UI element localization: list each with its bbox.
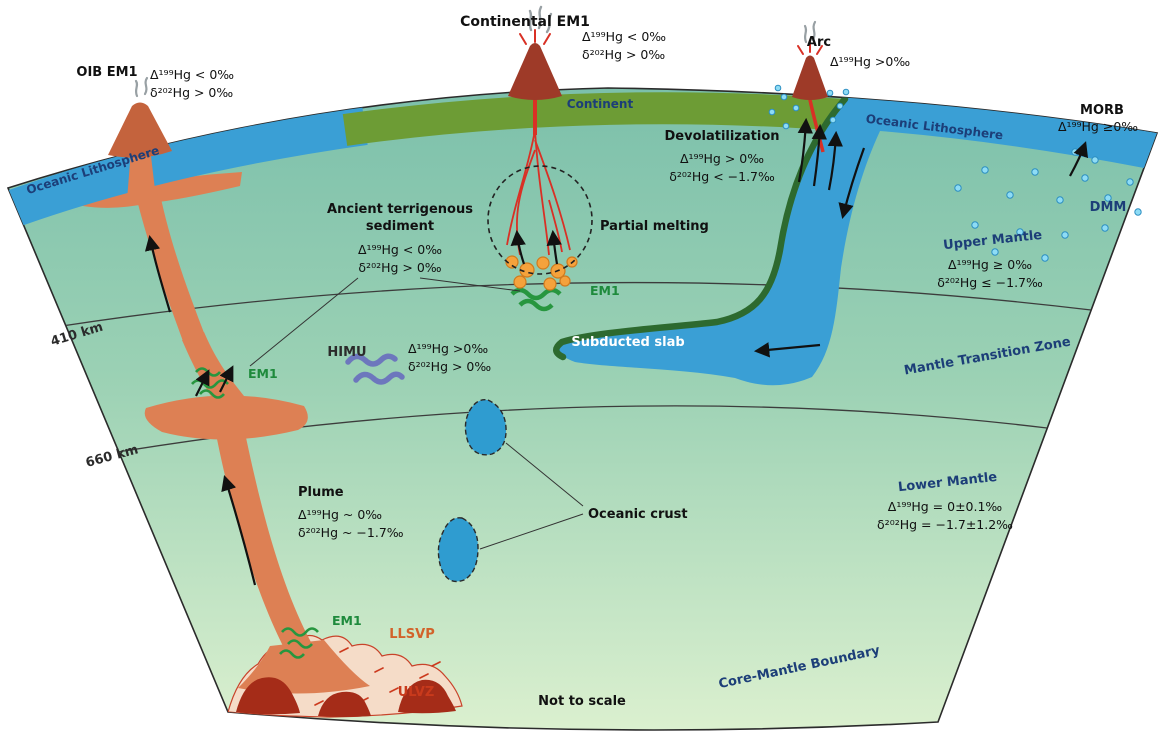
label-partial-melting: Partial melting: [600, 219, 709, 234]
label-continental-iso2: δ²⁰²Hg > 0‰: [582, 47, 665, 62]
label-oib-title: OIB EM1: [76, 65, 137, 80]
label-himu-iso2: δ²⁰²Hg > 0‰: [408, 359, 491, 374]
arc-eruption-spatter: [797, 41, 823, 55]
plume-upper-arrow: [144, 234, 172, 313]
label-ulvz: ULVZ: [398, 685, 435, 700]
arc-volcano: [792, 55, 828, 100]
arc-smoke: [803, 20, 817, 44]
oceanic-lithosphere-left-band: [8, 107, 368, 230]
oceanic-crust-leader-lower: [479, 513, 584, 550]
label-morb-iso1: Δ¹⁹⁹Hg ≥0‰: [1058, 119, 1138, 134]
sediment-leader-left: [249, 277, 359, 367]
dmm-dots: [954, 148, 1142, 262]
himu-ribbons: [345, 353, 405, 385]
plume-lower-arrow: [221, 475, 257, 586]
oib-conduit: [127, 148, 156, 200]
label-em1-plume: EM1: [332, 613, 362, 628]
continental-eruption-spatter: [519, 29, 551, 45]
label-oib-iso2: δ²⁰²Hg > 0‰: [150, 85, 233, 100]
label-ancient-sediment-1: Ancient terrigenous: [327, 202, 473, 217]
em1-squiggles-plume-base: [279, 627, 319, 659]
morb-upwelling-arrow: [1069, 141, 1089, 177]
label-morb-title: MORB: [1080, 103, 1124, 118]
oib-volcano: [108, 102, 172, 158]
oib-smoke: [134, 76, 149, 98]
label-arc-iso1: Δ¹⁹⁹Hg >0‰: [830, 54, 910, 69]
label-upper-mantle-iso1: Δ¹⁹⁹Hg ≥ 0‰: [948, 257, 1032, 272]
continental-smoke: [528, 5, 553, 34]
continental-volcano: [508, 43, 562, 100]
label-em1-sediment: EM1: [590, 283, 620, 298]
label-continental-iso1: Δ¹⁹⁹Hg < 0‰: [582, 29, 666, 44]
label-lower-mantle-iso2: δ²⁰²Hg = −1.7±1.2‰: [877, 517, 1013, 532]
partial-melt-arrow-1: [510, 229, 526, 265]
devolatilization-arrow-3: [827, 130, 844, 191]
sediment-leader-right: [419, 277, 521, 292]
label-himu: HIMU: [327, 345, 366, 360]
label-devolatilization: Devolatilization: [664, 129, 779, 144]
discontinuity-410km-line: [61, 281, 1092, 327]
label-continent: Continent: [567, 97, 634, 111]
label-upper-mantle-iso2: δ²⁰²Hg ≤ −1.7‰: [937, 275, 1043, 290]
plume-lower-column: [216, 428, 312, 652]
label-ancient-sediment-2: sediment: [366, 219, 434, 234]
devolatilization-arrow-1: [797, 117, 814, 183]
plume-mid-column: [182, 332, 244, 404]
label-himu-iso1: Δ¹⁹⁹Hg >0‰: [408, 341, 488, 356]
label-dmm: DMM: [1090, 200, 1127, 215]
em1-660-arrow-2: [219, 365, 234, 393]
label-em1-660: EM1: [248, 366, 278, 381]
devolatilization-arrow-2: [811, 123, 828, 187]
label-subducted-slab: Subducted slab: [571, 335, 684, 350]
label-oib-iso1: Δ¹⁹⁹Hg < 0‰: [150, 67, 234, 82]
label-arc-title: Arc: [807, 35, 831, 50]
partial-melting-ellipse: [487, 165, 593, 275]
oceanic-crust-leader-upper: [505, 442, 584, 507]
oceanic-crust-blobs: [437, 399, 507, 583]
label-devolatilization-iso1: Δ¹⁹⁹Hg > 0‰: [680, 151, 764, 166]
slab-surface-line: [553, 95, 849, 361]
label-oceanic-crust: Oceanic crust: [588, 507, 688, 522]
label-ancient-sediment-iso1: Δ¹⁹⁹Hg < 0‰: [358, 242, 442, 257]
label-lower-mantle-iso1: Δ¹⁹⁹Hg = 0±0.1‰: [888, 499, 1003, 514]
devolatilization-fluid-dots: [768, 84, 850, 130]
label-continental-title: Continental EM1: [460, 14, 590, 30]
slab-flat-arrow: [753, 342, 821, 358]
label-plume-iso2: δ²⁰²Hg ~ −1.7‰: [298, 525, 404, 540]
subducted-slab: [557, 97, 1157, 386]
ulvz-blobs: [236, 677, 456, 717]
label-llsvp: LLSVP: [389, 627, 435, 642]
em1-660-arrow-1: [195, 369, 210, 397]
label-devolatilization-iso2: δ²⁰²Hg < −1.7‰: [669, 169, 775, 184]
label-plume-iso1: Δ¹⁹⁹Hg ~ 0‰: [298, 507, 382, 522]
label-not-to-scale: Not to scale: [538, 694, 626, 709]
slab-descent-arrow: [838, 147, 866, 219]
plume-upper-column: [136, 194, 206, 344]
partial-melt-arrow-2: [546, 229, 562, 265]
flow-arrows: [144, 117, 1089, 586]
label-plume: Plume: [298, 485, 344, 500]
label-ancient-sediment-iso2: δ²⁰²Hg > 0‰: [358, 260, 441, 275]
plume-660-pond: [144, 395, 308, 440]
leader-lines: [249, 277, 584, 550]
